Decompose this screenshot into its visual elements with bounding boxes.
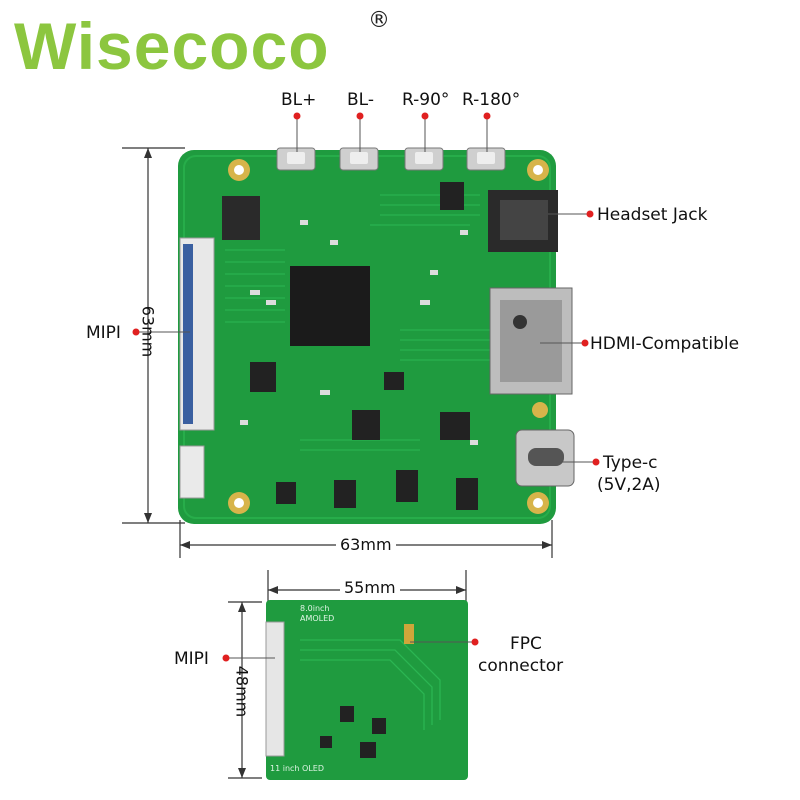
silk-small-top: 8.0inch <box>300 604 329 613</box>
label-r180: R-180° <box>462 90 521 110</box>
label-bl-minus: BL- <box>347 90 374 110</box>
label-typec-spec: (5V,2A) <box>597 475 661 495</box>
dim-small-height: 48mm <box>232 665 252 718</box>
silk-small-top2: AMOLED <box>300 614 334 623</box>
label-hdmi: HDMI-Compatible <box>590 334 740 354</box>
registered-mark: ® <box>368 8 390 33</box>
label-mipi-small: MIPI <box>174 649 209 669</box>
label-r90: R-90° <box>402 90 450 110</box>
dim-main-height: 63mm <box>138 305 158 358</box>
label-connector: connector <box>478 656 564 676</box>
silk-small-bottom: 11 inch OLED <box>270 764 324 773</box>
label-mipi-main: MIPI <box>86 323 121 343</box>
label-headset-jack: Headset Jack <box>597 205 708 225</box>
label-fpc: FPC <box>510 634 542 654</box>
label-bl-plus: BL+ <box>281 90 317 110</box>
dim-main-width: 63mm <box>336 535 396 554</box>
dim-small-width: 55mm <box>340 578 400 597</box>
label-typec: Type-c <box>603 453 658 473</box>
brand-logo: Wisecoco <box>14 9 330 83</box>
